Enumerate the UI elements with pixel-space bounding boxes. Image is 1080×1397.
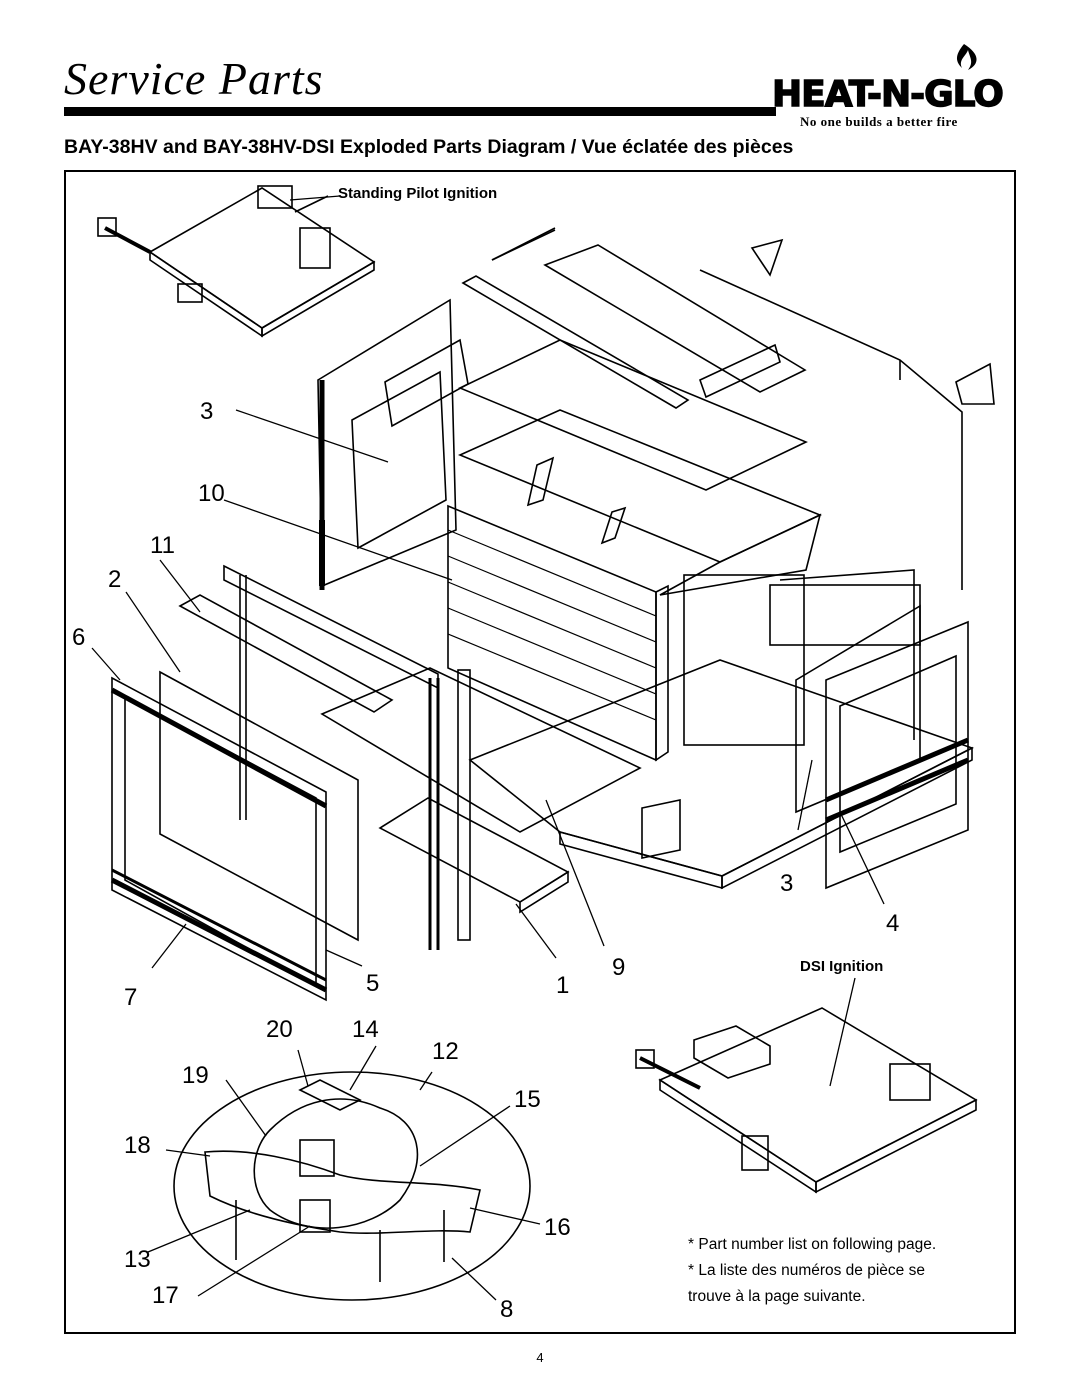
svg-text:HEAT-N-GLO: HEAT-N-GLO [772, 74, 1003, 115]
log-grate [320, 667, 642, 941]
label-standing-pilot-ignition: Standing Pilot Ignition [338, 185, 498, 202]
brick-panel [447, 504, 669, 762]
callout-6: 6 [72, 624, 86, 651]
page-number: 4 [536, 1350, 544, 1365]
right-side-door [795, 604, 969, 890]
left-side-panel [317, 298, 457, 590]
top-brackets [384, 227, 995, 428]
callout-14: 14 [352, 1016, 379, 1043]
brand-tagline: No one builds a better fire [800, 114, 958, 129]
callout-20: 20 [266, 1016, 293, 1043]
asterisk-icon: * [688, 1236, 695, 1253]
callout-2: 2 [108, 566, 122, 593]
note-liste-pieces: * La liste des numéros de pièce se [688, 1262, 925, 1280]
front-door [110, 670, 359, 1002]
callout-13: 13 [124, 1246, 151, 1273]
front-rails [178, 564, 440, 950]
callout-8: 8 [500, 1296, 514, 1323]
leader-lines [91, 195, 885, 1301]
outer-shell [699, 269, 963, 740]
callout-5: 5 [366, 970, 380, 997]
log-set [173, 1071, 531, 1301]
brand-logo: HEAT-N-GLO HEAT-N-GLO [771, 44, 1005, 116]
diagram-frame [64, 170, 1016, 1334]
callout-12: 12 [432, 1038, 459, 1065]
note-liste-pieces-line2: trouve à la page suivante. [688, 1288, 866, 1305]
dsi-tray [635, 1007, 978, 1194]
callout-16: 16 [544, 1214, 571, 1241]
callout-18: 18 [124, 1132, 151, 1159]
callout-4: 4 [886, 910, 900, 937]
callout-7: 7 [124, 984, 138, 1011]
firebox-top [457, 339, 822, 596]
note-en-text: Part number list on following page. [698, 1236, 937, 1253]
header-rule [64, 107, 776, 116]
callout-1: 1 [556, 972, 570, 999]
label-dsi-ignition: DSI Ignition [800, 958, 884, 975]
asterisk-icon: * [688, 1262, 695, 1279]
svg-text:HEAT-N-GLO: HEAT-N-GLO [772, 74, 1003, 115]
callout-9: 9 [612, 954, 626, 981]
callout-15: 15 [514, 1086, 541, 1113]
diagram-heading: BAY-38HV and BAY-38HV-DSI Exploded Parts… [64, 136, 794, 158]
callout-11: 11 [150, 532, 175, 559]
callout-3-right: 3 [780, 870, 794, 897]
callout-19: 19 [182, 1062, 209, 1089]
callout-3-left: 3 [200, 398, 214, 425]
note-part-number-list: * Part number list on following page. [688, 1236, 936, 1254]
callout-10: 10 [198, 480, 225, 507]
standing-pilot-tray [97, 185, 376, 338]
note-fr-line1: La liste des numéros de pièce se [698, 1262, 925, 1279]
page-title: Service Parts [64, 53, 324, 104]
callout-17: 17 [152, 1282, 179, 1309]
